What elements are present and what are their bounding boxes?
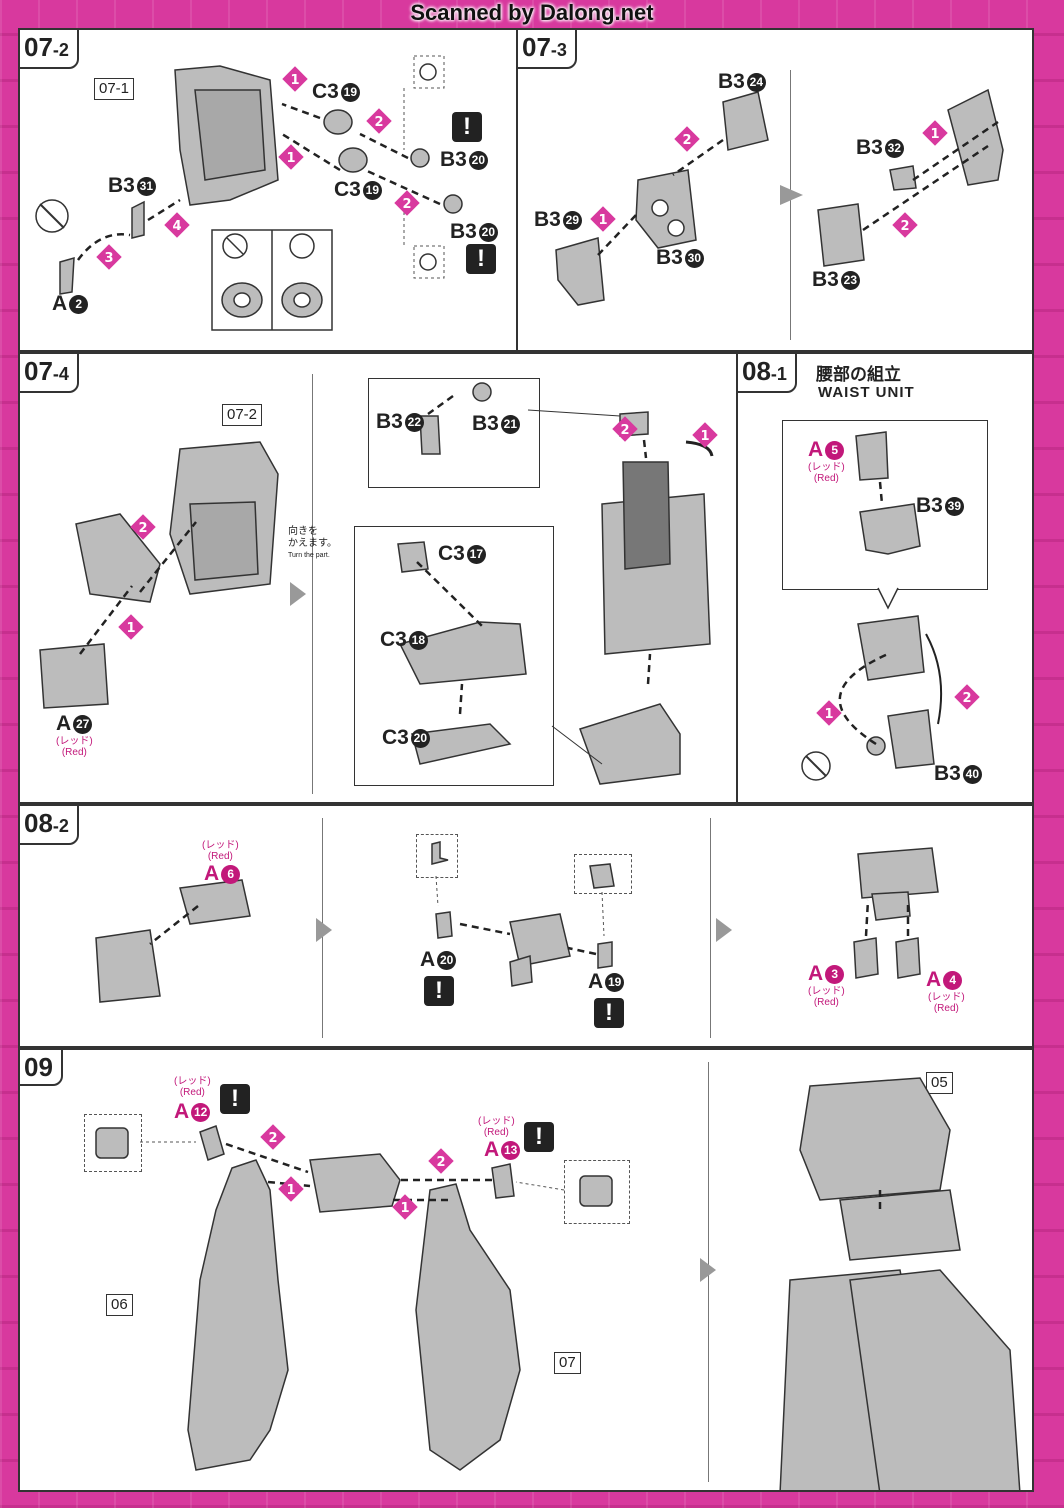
step-order-2b: 2 bbox=[402, 197, 411, 212]
section-title-jp: 腰部の組立 bbox=[816, 365, 901, 384]
step-order-4: 4 bbox=[172, 219, 181, 234]
step-order-2: 2 bbox=[138, 521, 147, 536]
sub-assembly-ref: 07 bbox=[554, 1352, 581, 1374]
section-title-en: WAIST UNIT bbox=[818, 384, 915, 401]
caution-icon: ! bbox=[466, 244, 496, 274]
caution-icon: ! bbox=[424, 976, 454, 1006]
step-order-2b: 2 bbox=[900, 219, 909, 234]
step-number: 07-4 bbox=[20, 354, 79, 393]
step-order-2: 2 bbox=[268, 1131, 277, 1146]
caution-icon: ! bbox=[452, 112, 482, 142]
part-illustration: 2 1 1 2 bbox=[555, 88, 1004, 306]
sub-assembly-ref: 06 bbox=[106, 1294, 133, 1316]
divider bbox=[790, 70, 791, 340]
step-order-2: 2 bbox=[962, 691, 971, 706]
sub-assembly-ref: 07-2 bbox=[222, 404, 263, 426]
step-order-2: 2 bbox=[682, 133, 691, 148]
divider bbox=[710, 818, 711, 1038]
divider bbox=[312, 374, 313, 794]
step-number: 09 bbox=[20, 1050, 63, 1086]
step-order-1: 1 bbox=[598, 213, 607, 228]
step-order-1b: 1 bbox=[930, 127, 939, 142]
color-note-red: (レッド)(Red) bbox=[202, 840, 239, 862]
step-number: 08-2 bbox=[20, 806, 79, 845]
step-order-1: 1 bbox=[286, 1183, 295, 1198]
step-order-1b: 1 bbox=[286, 151, 295, 166]
scan-watermark: Scanned by Dalong.net bbox=[410, 0, 654, 25]
part-illustration bbox=[95, 841, 939, 1003]
step-number: 07-3 bbox=[518, 30, 577, 69]
color-note-red: (レッド)(Red) bbox=[174, 1076, 211, 1098]
step-order-3: 3 bbox=[104, 251, 113, 266]
caution-icon: ! bbox=[594, 998, 624, 1028]
step-number: 07-2 bbox=[20, 30, 79, 69]
step-07-2-panel: 07-2 07-1 bbox=[18, 28, 518, 352]
color-note-red: (レッド)(Red) bbox=[56, 736, 93, 758]
sub-assembly-ref: 05 bbox=[926, 1072, 953, 1094]
color-note-red: (レッド)(Red) bbox=[478, 1116, 515, 1138]
color-note-red: (レッド)(Red) bbox=[928, 992, 965, 1014]
step-number: 08-1 bbox=[738, 354, 797, 393]
caution-icon: ! bbox=[220, 1084, 250, 1114]
step-order-1: 1 bbox=[824, 707, 833, 722]
step-order-1b: 1 bbox=[400, 1201, 409, 1216]
step-09-panel: 09 06 07 05 bbox=[18, 1048, 1034, 1492]
turn-part-note: 向きをかえます。Turn the part. bbox=[288, 526, 337, 559]
step-07-4-panel: 07-4 07-2 向きをかえます。Turn the part. bbox=[18, 352, 738, 804]
part-illustration: 1 2 bbox=[801, 431, 980, 781]
part-illustration: 1 2 1 2 3 4 bbox=[35, 55, 463, 331]
step-order-1b: 1 bbox=[700, 429, 709, 444]
part-illustration: 2 1 2 1 bbox=[95, 1077, 1021, 1490]
sub-assembly-ref: 07-1 bbox=[94, 78, 135, 100]
step-order-2: 2 bbox=[374, 115, 383, 130]
color-note-red: (レッド)(Red) bbox=[808, 986, 845, 1008]
step-order-1: 1 bbox=[290, 73, 299, 88]
caution-icon: ! bbox=[524, 1122, 554, 1152]
step-order-2b: 2 bbox=[620, 423, 629, 438]
step-order-2b: 2 bbox=[436, 1155, 445, 1170]
part-illustration: 2 1 2 1 bbox=[39, 382, 718, 785]
color-note-red: (レッド)(Red) bbox=[808, 462, 845, 484]
step-order-1: 1 bbox=[126, 621, 135, 636]
